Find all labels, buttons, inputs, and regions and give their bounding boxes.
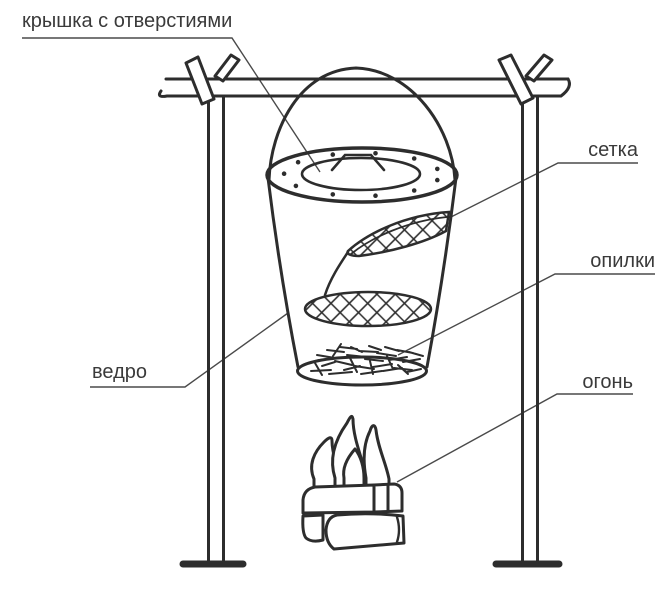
leader-lines xyxy=(22,37,655,483)
sawdust-strokes xyxy=(304,343,424,376)
leader-line-lid xyxy=(22,37,321,173)
bucket-handle-arc xyxy=(267,66,457,181)
flame-inner xyxy=(342,447,366,494)
leader-line-sawdust xyxy=(397,273,655,356)
frame xyxy=(158,77,571,568)
lid-holes xyxy=(281,151,440,198)
label-fire: огонь xyxy=(582,371,633,393)
lid-rim-outer xyxy=(265,146,459,204)
flames xyxy=(310,414,391,494)
campfire xyxy=(301,414,406,551)
lashing-left-strip-1 xyxy=(184,55,216,106)
leader-line-fire xyxy=(396,393,633,483)
mesh-lower xyxy=(303,290,433,328)
crossbar-bottom-edge xyxy=(158,89,562,98)
label-mesh: сетка xyxy=(588,139,638,161)
bucket xyxy=(266,176,458,387)
lid-inner-ring xyxy=(300,156,422,192)
log-front-end-line xyxy=(395,515,401,544)
label-sawdust: опилки xyxy=(590,250,655,272)
bucket-right-wall xyxy=(425,176,458,369)
mesh-upper xyxy=(346,210,451,258)
bucket-lid xyxy=(265,146,459,204)
bucket-interior xyxy=(303,210,451,376)
label-bucket: ведро xyxy=(92,361,147,383)
right-post xyxy=(521,95,539,564)
lashing-right-strip-1 xyxy=(497,53,535,106)
log-small-left xyxy=(301,513,325,543)
flame-right xyxy=(362,424,391,494)
label-lid-with-holes: крышка с отверстиями xyxy=(22,10,233,32)
lid-handle xyxy=(330,153,386,172)
log-back-left xyxy=(301,483,376,515)
left-post xyxy=(207,95,225,564)
lashings xyxy=(184,53,554,106)
leader-line-bucket xyxy=(90,312,289,388)
leader-line-mesh xyxy=(448,162,638,219)
logs xyxy=(301,482,406,551)
mesh-upper-inner-edge xyxy=(350,216,448,255)
bucket-left-wall xyxy=(266,176,300,369)
lashing-right-strip-2 xyxy=(524,53,554,83)
crossbar-end-cap xyxy=(559,77,571,98)
cutaway-line xyxy=(323,250,350,297)
lashing-left-strip-2 xyxy=(213,53,241,83)
log-front xyxy=(324,512,406,551)
